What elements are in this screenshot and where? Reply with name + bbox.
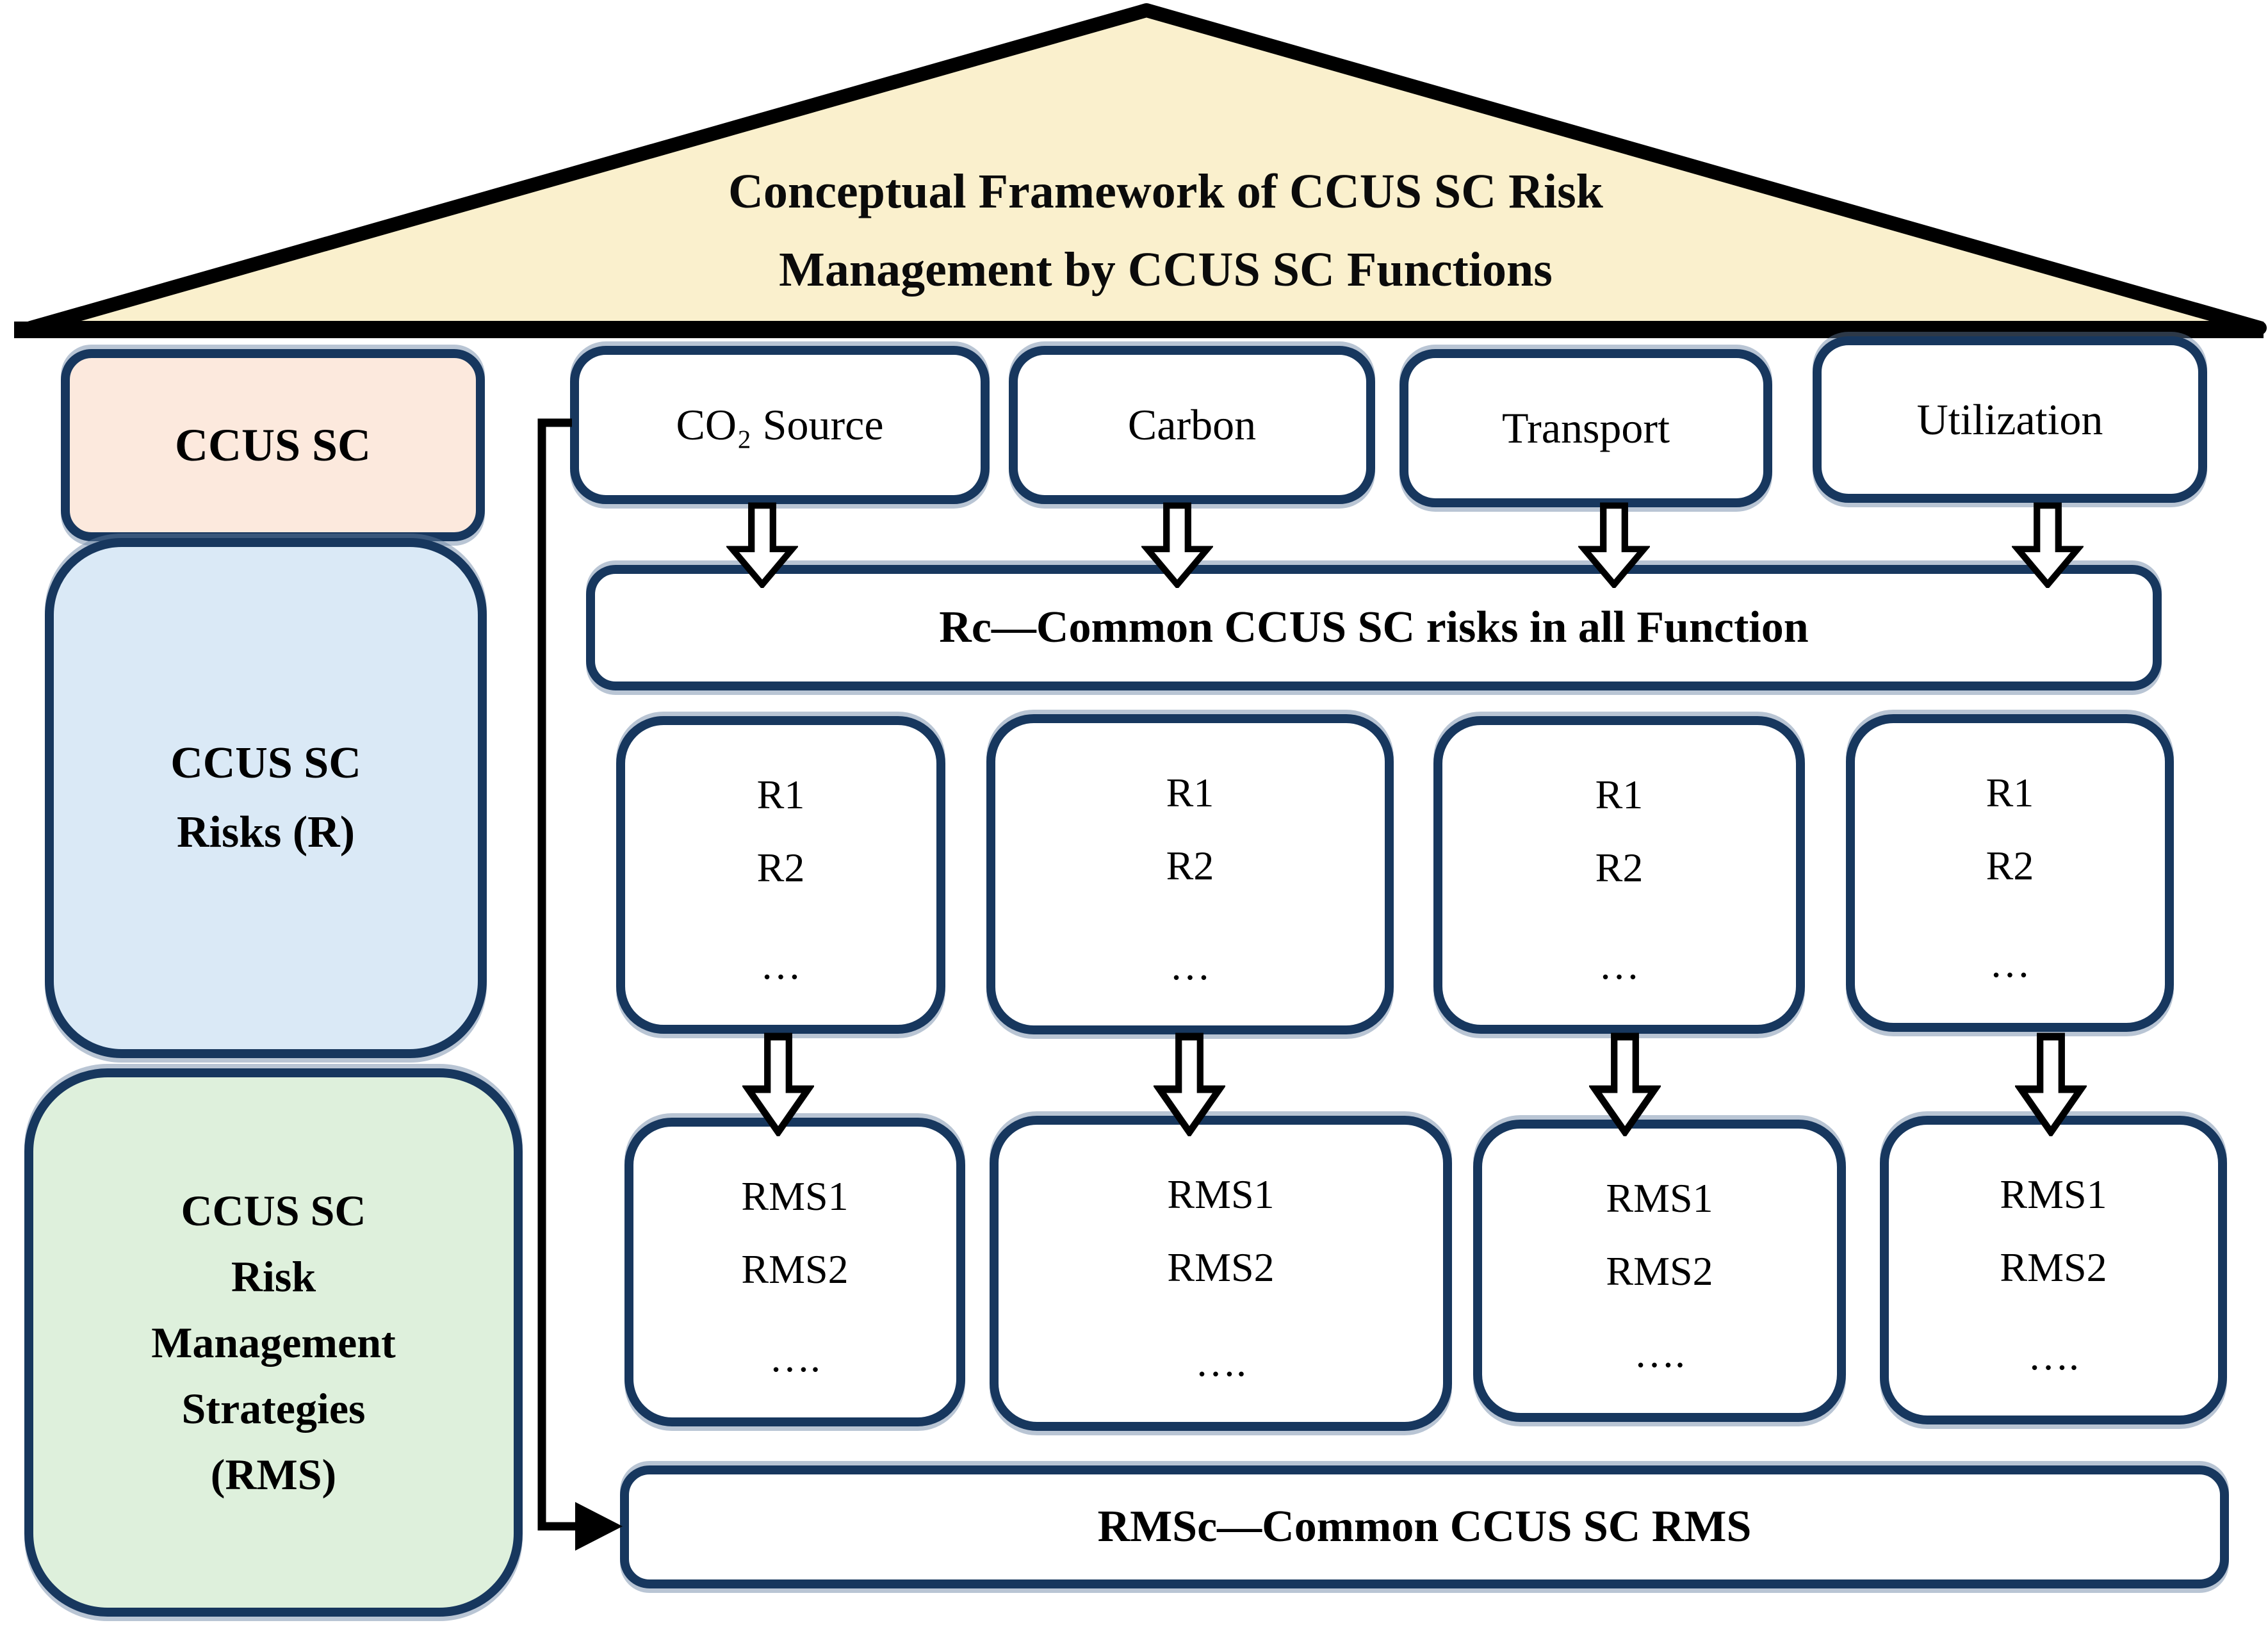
- legend-strategies-line5: (RMS): [210, 1449, 337, 1499]
- rms-line: RMS1: [1606, 1175, 1713, 1221]
- risk-line: R1: [1595, 772, 1644, 817]
- rms-line: RMS1: [2000, 1171, 2107, 1217]
- down-arrow-shape: [2015, 1032, 2087, 1136]
- common-risks-bar: Rc—Common CCUS SC risks in all Function: [586, 565, 2162, 690]
- down-arrow-carbon-to-rc: [1141, 502, 1213, 588]
- legend-strategies-line4: Strategies: [181, 1383, 366, 1433]
- function-label-transport: Transport: [1502, 404, 1670, 452]
- down-arrow-r-to-rms-3: [1589, 1032, 1661, 1136]
- rms-ellipsis: ….: [1195, 1339, 1246, 1385]
- risk-line: R2: [1595, 845, 1644, 890]
- risk-line: R2: [756, 845, 805, 890]
- rms-box-co2-source: RMS1 RMS2 ….: [624, 1118, 965, 1426]
- rms-line: RMS2: [2000, 1244, 2107, 1290]
- rms-ellipsis: ….: [769, 1335, 820, 1380]
- connector-arrowhead: [575, 1502, 623, 1551]
- rms-line: RMS1: [1167, 1171, 1275, 1217]
- legend-risks-line2: Risks (R): [176, 808, 355, 857]
- function-box-carbon: Carbon: [1009, 346, 1375, 504]
- down-arrow-co2-to-rc: [726, 502, 798, 588]
- down-arrow-shape: [2012, 502, 2084, 588]
- function-box-co2-source: CO₂ Source: [570, 346, 990, 504]
- rms-line: RMS1: [741, 1173, 849, 1219]
- rms-line: RMS2: [741, 1246, 849, 1292]
- legend-ccus-sc-label: CCUS SC: [174, 419, 371, 471]
- rms-line: RMS2: [1606, 1248, 1713, 1294]
- rms-box-transport: RMS1 RMS2 ….: [1473, 1120, 1846, 1422]
- legend-strategies-line3: Management: [151, 1318, 396, 1367]
- down-arrow-utilization-to-rc: [2012, 502, 2084, 588]
- function-box-utilization: Utilization: [1813, 336, 2207, 503]
- common-rms-label: RMSc—Common CCUS SC RMS: [1097, 1502, 1752, 1551]
- risk-box-carbon: R1 R2 …: [986, 714, 1394, 1034]
- down-arrow-r-to-rms-4: [2015, 1032, 2087, 1136]
- down-arrow-r-to-rms-1: [742, 1032, 814, 1136]
- legend-risks-line1: CCUS SC: [170, 738, 361, 788]
- down-arrow-shape: [1578, 502, 1650, 588]
- down-arrow-shape: [1154, 1032, 1225, 1136]
- down-arrow-transport-to-rc: [1578, 502, 1650, 588]
- function-label-carbon: Carbon: [1127, 400, 1257, 449]
- down-arrow-shape: [1589, 1032, 1661, 1136]
- function-label-utilization: Utilization: [1916, 395, 2103, 444]
- risk-ellipsis: …: [760, 942, 801, 988]
- function-label-co2-source: CO₂ Source: [676, 400, 884, 449]
- legend-strategies-line1: CCUS SC: [181, 1186, 366, 1235]
- risk-line: R2: [1986, 843, 2034, 888]
- down-arrow-shape: [1141, 502, 1213, 588]
- rms-ellipsis: ….: [2028, 1333, 2079, 1378]
- legend-risks-box: CCUS SC Risks (R): [45, 538, 487, 1058]
- legend-strategies-line2: Risk: [231, 1252, 316, 1301]
- rms-ellipsis: ….: [1634, 1330, 1685, 1376]
- risk-line: R1: [1166, 770, 1214, 815]
- legend-strategies-box: CCUS SC Risk Management Strategies (RMS): [24, 1068, 523, 1617]
- down-arrow-shape: [726, 502, 798, 588]
- risk-line: R1: [756, 772, 805, 817]
- rms-box-utilization: RMS1 RMS2 ….: [1880, 1116, 2227, 1424]
- risk-ellipsis: …: [1989, 940, 2030, 986]
- roof-title-line1: Conceptual Framework of CCUS SC Risk: [728, 165, 1603, 218]
- legend-ccus-sc-box: CCUS SC: [61, 349, 485, 541]
- roof-title-line2: Management by CCUS SC Functions: [779, 243, 1553, 297]
- rms-box-carbon: RMS1 RMS2 ….: [990, 1116, 1452, 1431]
- risk-box-co2-source: R1 R2 …: [616, 716, 945, 1034]
- risk-box-utilization: R1 R2 …: [1846, 714, 2174, 1032]
- connector-line: [537, 418, 578, 1531]
- common-rms-bar: RMSc—Common CCUS SC RMS: [620, 1465, 2229, 1588]
- roof-title: Conceptual Framework of CCUS SC Risk Man…: [564, 152, 1768, 319]
- down-arrow-shape: [742, 1032, 814, 1136]
- down-arrow-r-to-rms-2: [1154, 1032, 1225, 1136]
- rms-line: RMS2: [1167, 1244, 1275, 1290]
- risk-line: R1: [1986, 770, 2034, 815]
- risk-ellipsis: …: [1170, 943, 1211, 988]
- function-box-transport: Transport: [1399, 349, 1772, 507]
- risk-box-transport: R1 R2 …: [1433, 716, 1805, 1034]
- risk-ellipsis: …: [1599, 942, 1640, 988]
- common-risks-label: Rc—Common CCUS SC risks in all Function: [939, 603, 1809, 652]
- risk-line: R2: [1166, 843, 1214, 888]
